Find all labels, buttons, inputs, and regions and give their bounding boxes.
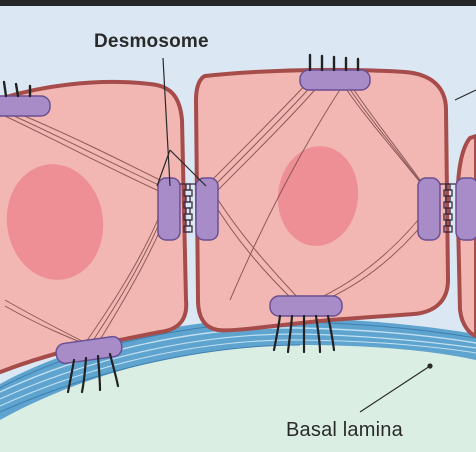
desmosome-label: Desmosome: [94, 31, 209, 52]
desmosome-junction: [417, 177, 476, 241]
leader-lines: [156, 57, 476, 413]
connective-tissue: [0, 345, 476, 452]
basal-lamina-label: Basal lamina: [286, 419, 403, 441]
epithelial-cell-left: [0, 79, 189, 375]
hemidesmosome: [269, 295, 343, 354]
apical-plaque: [299, 53, 371, 91]
top-bar: [0, 0, 476, 6]
hemidesmosome: [55, 335, 123, 394]
nucleus-icon: [6, 164, 104, 280]
epithelial-cell-middle: [194, 67, 450, 333]
desmosome-junction: [157, 177, 219, 241]
nucleus-icon: [277, 146, 359, 246]
apical-plaque: [0, 80, 51, 117]
